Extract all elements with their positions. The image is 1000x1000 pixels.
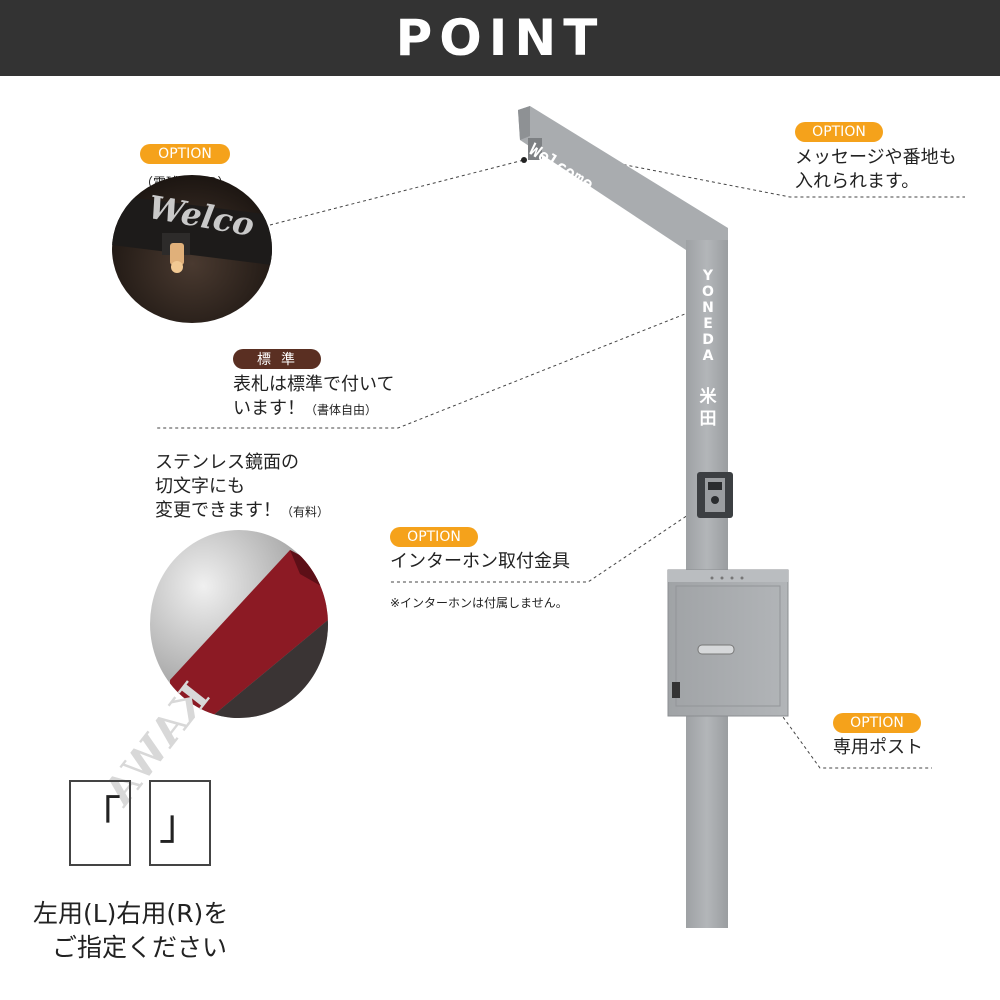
leader-message	[599, 159, 965, 198]
message-option-badge: OPTION	[795, 122, 883, 142]
nameplate-line1: 表札は標準で付いて	[233, 374, 395, 395]
leader-led	[269, 159, 525, 226]
post-option-badge: OPTION	[833, 713, 921, 733]
left-orientation-symbol: 「	[79, 792, 122, 841]
anchor-dot-led	[521, 157, 527, 163]
post-text: 専用ポスト	[833, 737, 923, 758]
intercom-option-badge: OPTION	[390, 527, 478, 547]
stainless-line3: 変更できます！	[155, 500, 281, 521]
nameplate-standard-badge: 標準	[233, 349, 321, 369]
right-orientation-symbol: 」	[159, 800, 202, 849]
stainless-line1: ステンレス鏡面の	[155, 452, 299, 473]
stainless-line3-wrap: 変更できます！（有料）	[155, 499, 329, 524]
orientation-line2: ご指定ください	[52, 933, 228, 962]
message-line2: 入れられます。	[795, 171, 920, 192]
pole-engraving-en: YONEDA	[702, 268, 714, 364]
nameplate-line2: います！	[233, 398, 305, 419]
message-text: メッセージや番地も 入れられます。	[795, 146, 957, 194]
nameplate-line2-small: （書体自由）	[305, 403, 378, 417]
page-title: POINT	[395, 9, 605, 67]
message-line1: メッセージや番地も	[795, 147, 957, 168]
right-orientation-box: 」	[149, 780, 211, 866]
mailbox	[667, 569, 789, 717]
stainless-line2: 切文字にも	[155, 476, 245, 497]
led-fixture	[528, 138, 542, 160]
pole-engraving-jp: 米田	[699, 387, 717, 429]
left-orientation-box: 「	[69, 780, 131, 866]
led-option-badge: OPTION	[140, 144, 230, 164]
stainless-detail-photo	[150, 530, 328, 718]
stainless-line3-small: （有料）	[281, 505, 330, 519]
pole-arm	[518, 106, 728, 250]
led-detail-photo	[112, 175, 272, 323]
leader-nameplate	[155, 311, 691, 429]
orientation-line1: 左用(L)右用(R)を	[33, 899, 229, 928]
stainless-text: ステンレス鏡面の 切文字にも 変更できます！（有料）	[155, 451, 329, 524]
header-bar: POINT	[0, 0, 1000, 76]
nameplate-text: 表札は標準で付いて います！（書体自由）	[233, 373, 394, 422]
intercom-note: ※インターホンは付属しません。	[390, 596, 568, 610]
orientation-instruction: 左用(L)右用(R)を ご指定ください	[33, 897, 228, 965]
nameplate-line2-wrap: います！（書体自由）	[233, 397, 394, 422]
intercom-text: インターホン取付金具	[390, 551, 570, 572]
